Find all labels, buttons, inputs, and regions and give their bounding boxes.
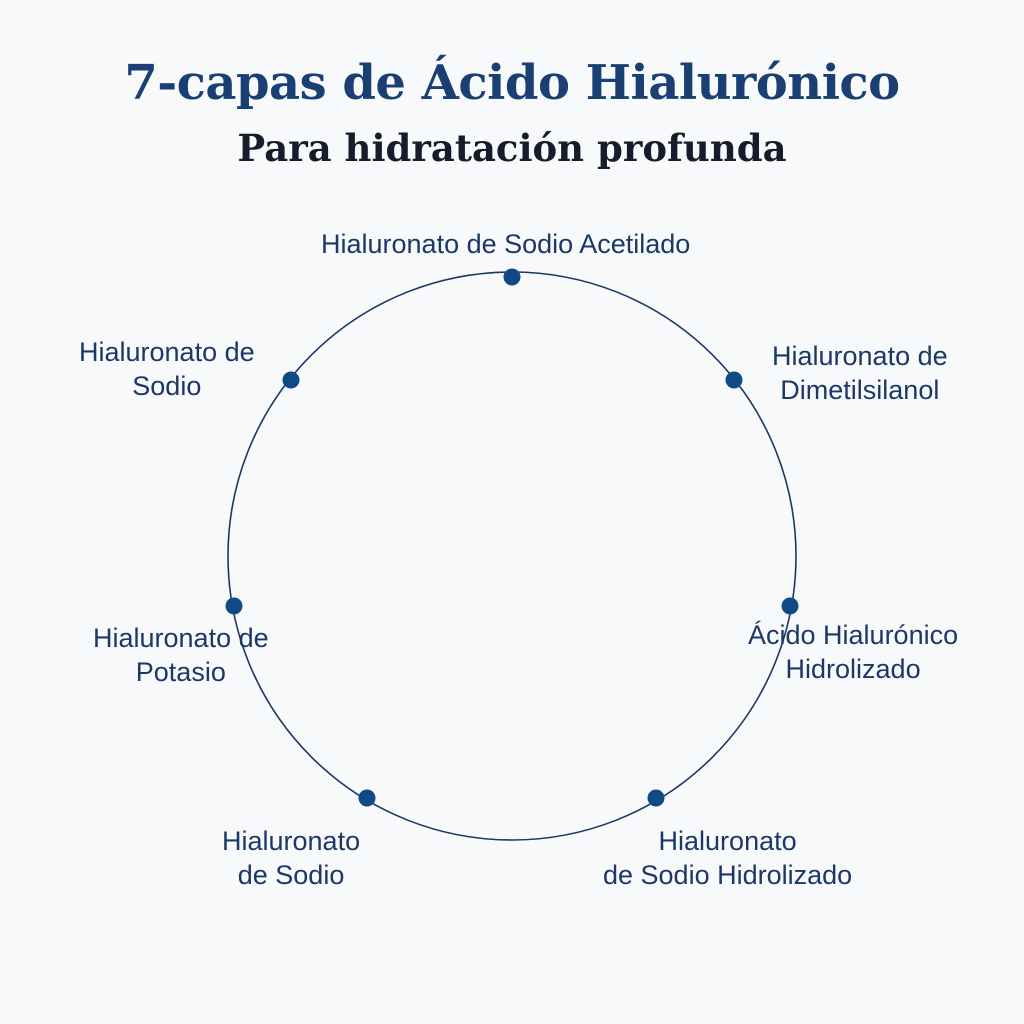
node-label-line: Dimetilsilanol <box>780 375 940 405</box>
node-label-line: Hialuronato de <box>79 337 255 367</box>
node-label: Hialuronato de Sodio Hidrolizado <box>603 824 852 892</box>
node-label-line: de Sodio <box>237 860 345 890</box>
node-dots <box>225 268 799 807</box>
node-label-line: Hialuronato <box>222 826 361 856</box>
cycle-ring <box>227 271 797 841</box>
node-dot <box>725 371 743 389</box>
node-label-line: Potasio <box>135 657 226 687</box>
diagram-subtitle: Para hidratación profunda <box>237 126 787 170</box>
node-label-line: Hialuronato de Sodio Acetilado <box>321 229 691 259</box>
node-label: Hialuronato de Sodio Acetilado <box>321 227 690 261</box>
node-dot <box>503 268 521 286</box>
node-label-line: Hialuronato de <box>772 341 948 371</box>
node-label-line: de Sodio Hidrolizado <box>603 860 853 890</box>
node-dot <box>358 789 376 807</box>
node-label: Hialuronato de Sodio <box>222 824 360 892</box>
node-label-line: Hialuronato de <box>93 623 269 653</box>
node-label: Hialuronato de Dimetilsilanol <box>772 339 948 407</box>
node-label-line: Ácido Hialurónico <box>748 620 959 650</box>
node-dot <box>282 371 300 389</box>
node-label: Hialuronato de Potasio <box>93 621 269 689</box>
node-label-line: Sodio <box>132 371 202 401</box>
diagram-title: 7-capas de Ácido Hialurónico <box>124 55 900 111</box>
node-label: Hialuronato de Sodio <box>79 335 255 403</box>
node-label-line: Hialuronato <box>658 826 797 856</box>
node-dot <box>781 597 799 615</box>
node-dot <box>225 597 243 615</box>
node-label-line: Hidrolizado <box>785 654 921 684</box>
node-dot <box>647 789 665 807</box>
